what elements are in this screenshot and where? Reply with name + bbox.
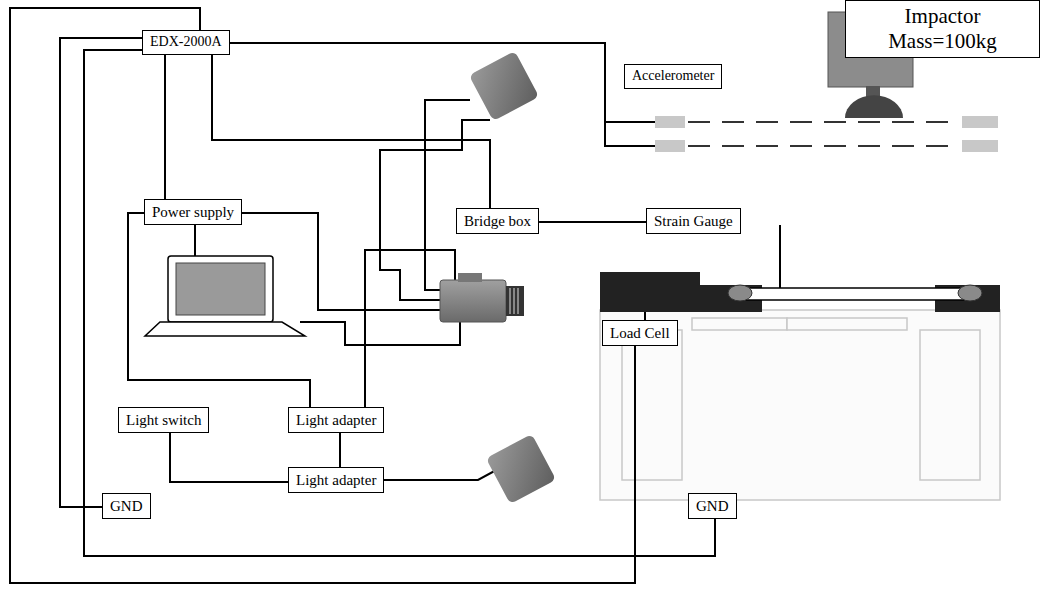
camera-body <box>440 280 506 322</box>
beam-pin <box>958 285 982 301</box>
gauge-wire <box>779 225 781 288</box>
box-label: EDX-2000A <box>150 34 222 51</box>
sensor <box>962 140 998 152</box>
support <box>600 272 1000 312</box>
test-frame <box>600 310 1000 500</box>
accelerometer-sensors <box>655 116 998 152</box>
box-label: Power supply <box>152 203 234 221</box>
frame-leg <box>920 330 980 480</box>
lamp-wire <box>380 468 500 480</box>
component-box: EDX-2000A <box>142 30 230 55</box>
cable <box>212 55 490 208</box>
video-camera <box>440 273 524 322</box>
component-box: Power supply <box>144 199 242 225</box>
cable <box>10 8 635 583</box>
sensor <box>655 116 685 128</box>
frame-body <box>600 310 1000 500</box>
sensor-line <box>688 121 958 123</box>
camera-lens <box>506 286 524 316</box>
box-label: Light switch <box>126 411 201 429</box>
component-box: Impactor Mass=100kg <box>845 0 1040 58</box>
component-box: Load Cell <box>602 320 678 346</box>
box-label: GND <box>110 497 143 515</box>
cable <box>339 433 341 467</box>
component-box: Light adapter <box>288 407 384 433</box>
laptop-screen <box>168 256 273 322</box>
accelerometer-wire <box>200 43 655 146</box>
camera-wire <box>300 320 460 345</box>
component-box: Strain Gauge <box>646 208 741 234</box>
laptop-wire <box>194 220 196 256</box>
box-label: Load Cell <box>610 324 670 342</box>
support-block <box>600 272 700 312</box>
laptop-display <box>176 263 265 315</box>
lamp <box>486 434 556 504</box>
component-box: Bridge box <box>456 208 539 234</box>
lens-rings <box>510 288 518 314</box>
component-box: GND <box>688 493 737 519</box>
lamp <box>469 51 539 121</box>
cable <box>128 213 310 407</box>
frame-rail <box>692 318 787 330</box>
cable <box>170 433 288 482</box>
laptop <box>145 256 305 336</box>
adapter-wire <box>365 250 455 408</box>
camera-top <box>458 273 482 282</box>
sensor <box>962 116 998 128</box>
cable <box>539 221 646 223</box>
wires <box>195 43 780 480</box>
frame-leg <box>622 330 682 480</box>
component-box: GND <box>102 493 151 519</box>
beam-specimen <box>738 288 972 300</box>
lamp-wire <box>425 100 470 290</box>
cable <box>60 38 142 507</box>
box-label: Light adapter <box>296 471 376 489</box>
frame-rail <box>787 318 907 330</box>
cable <box>84 50 715 556</box>
laptop-base <box>145 322 305 336</box>
beam-pin <box>728 285 752 301</box>
box-label: Bridge box <box>464 212 531 230</box>
impactor-head <box>845 95 903 118</box>
component-box: Light switch <box>118 407 209 433</box>
component-box: Light adapter <box>288 467 384 493</box>
box-label: Impactor Mass=100kg <box>853 4 1032 54</box>
sensor <box>655 140 685 152</box>
box-label: Strain Gauge <box>654 212 733 230</box>
component-box: Accelerometer <box>624 64 722 89</box>
cable <box>164 55 166 199</box>
box-label: GND <box>696 497 729 515</box>
box-label: Light adapter <box>296 411 376 429</box>
box-label: Accelerometer <box>632 68 714 85</box>
sensor-line <box>688 145 958 147</box>
